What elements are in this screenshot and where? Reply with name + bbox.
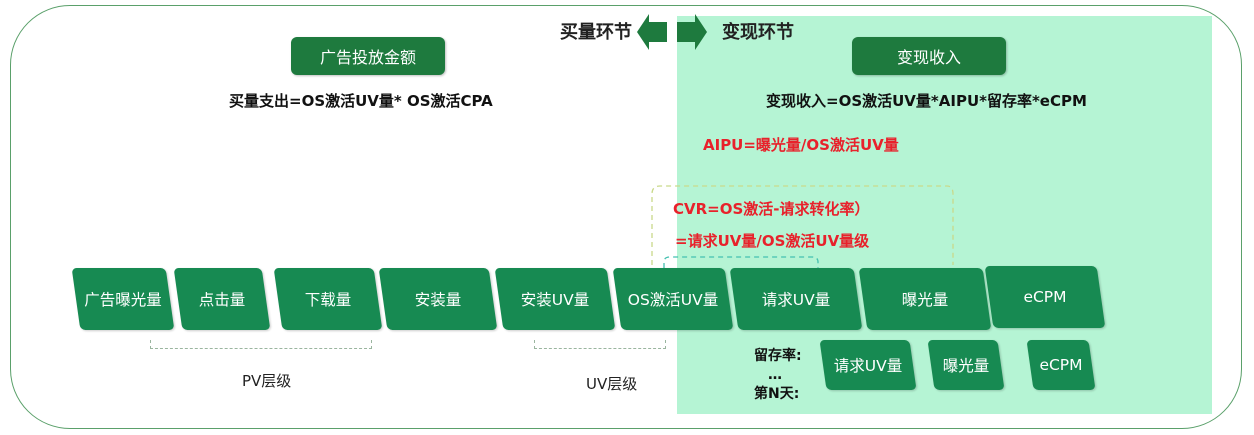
header-monetize-stage: 变现环节 (722, 22, 794, 43)
revenue-pill: 变现收入 (852, 37, 1006, 75)
header-buy-stage: 买量环节 (560, 22, 632, 43)
pv-level-label: PV层级 (242, 372, 292, 390)
funnel-install-uv: 安装UV量 (499, 268, 611, 330)
uv-bracket (534, 340, 666, 349)
revenue-formula: 变现收入=OS激活UV量*AIPU*留存率*eCPM (766, 92, 1087, 110)
funnel-impressions: 曝光量 (863, 268, 987, 330)
funnel-downloads: 下载量 (278, 268, 378, 330)
retention-request-uv: 请求UV量 (823, 340, 913, 390)
arrow-right-icon (677, 14, 707, 50)
funnel-os-activation-uv: OS激活UV量 (617, 268, 729, 330)
retention-label: 留存率: … 第N天: (754, 348, 802, 402)
retention-impressions: 曝光量 (931, 340, 1001, 390)
funnel-installs: 安装量 (383, 268, 493, 330)
diagram-frame (10, 5, 1242, 429)
cvr-formula-line1: CVR=OS激活-请求转化率） (673, 200, 870, 218)
uv-level-label: UV层级 (586, 375, 638, 393)
pv-bracket (150, 340, 372, 349)
aipu-formula: AIPU=曝光量/OS激活UV量 (703, 136, 899, 154)
funnel-ecpm: eCPM (989, 266, 1101, 328)
funnel-clicks: 点击量 (178, 268, 266, 330)
ad-spend-pill: 广告投放金额 (291, 37, 445, 75)
funnel-ad-impressions: 广告曝光量 (76, 268, 170, 330)
funnel-request-uv: 请求UV量 (734, 268, 858, 330)
cvr-formula-line2: =请求UV量/OS激活UV量级 (675, 232, 870, 250)
buy-formula: 买量支出=OS激活UV量* OS激活CPA (229, 92, 493, 110)
retention-ecpm: eCPM (1030, 340, 1092, 390)
arrow-left-icon (637, 14, 667, 50)
